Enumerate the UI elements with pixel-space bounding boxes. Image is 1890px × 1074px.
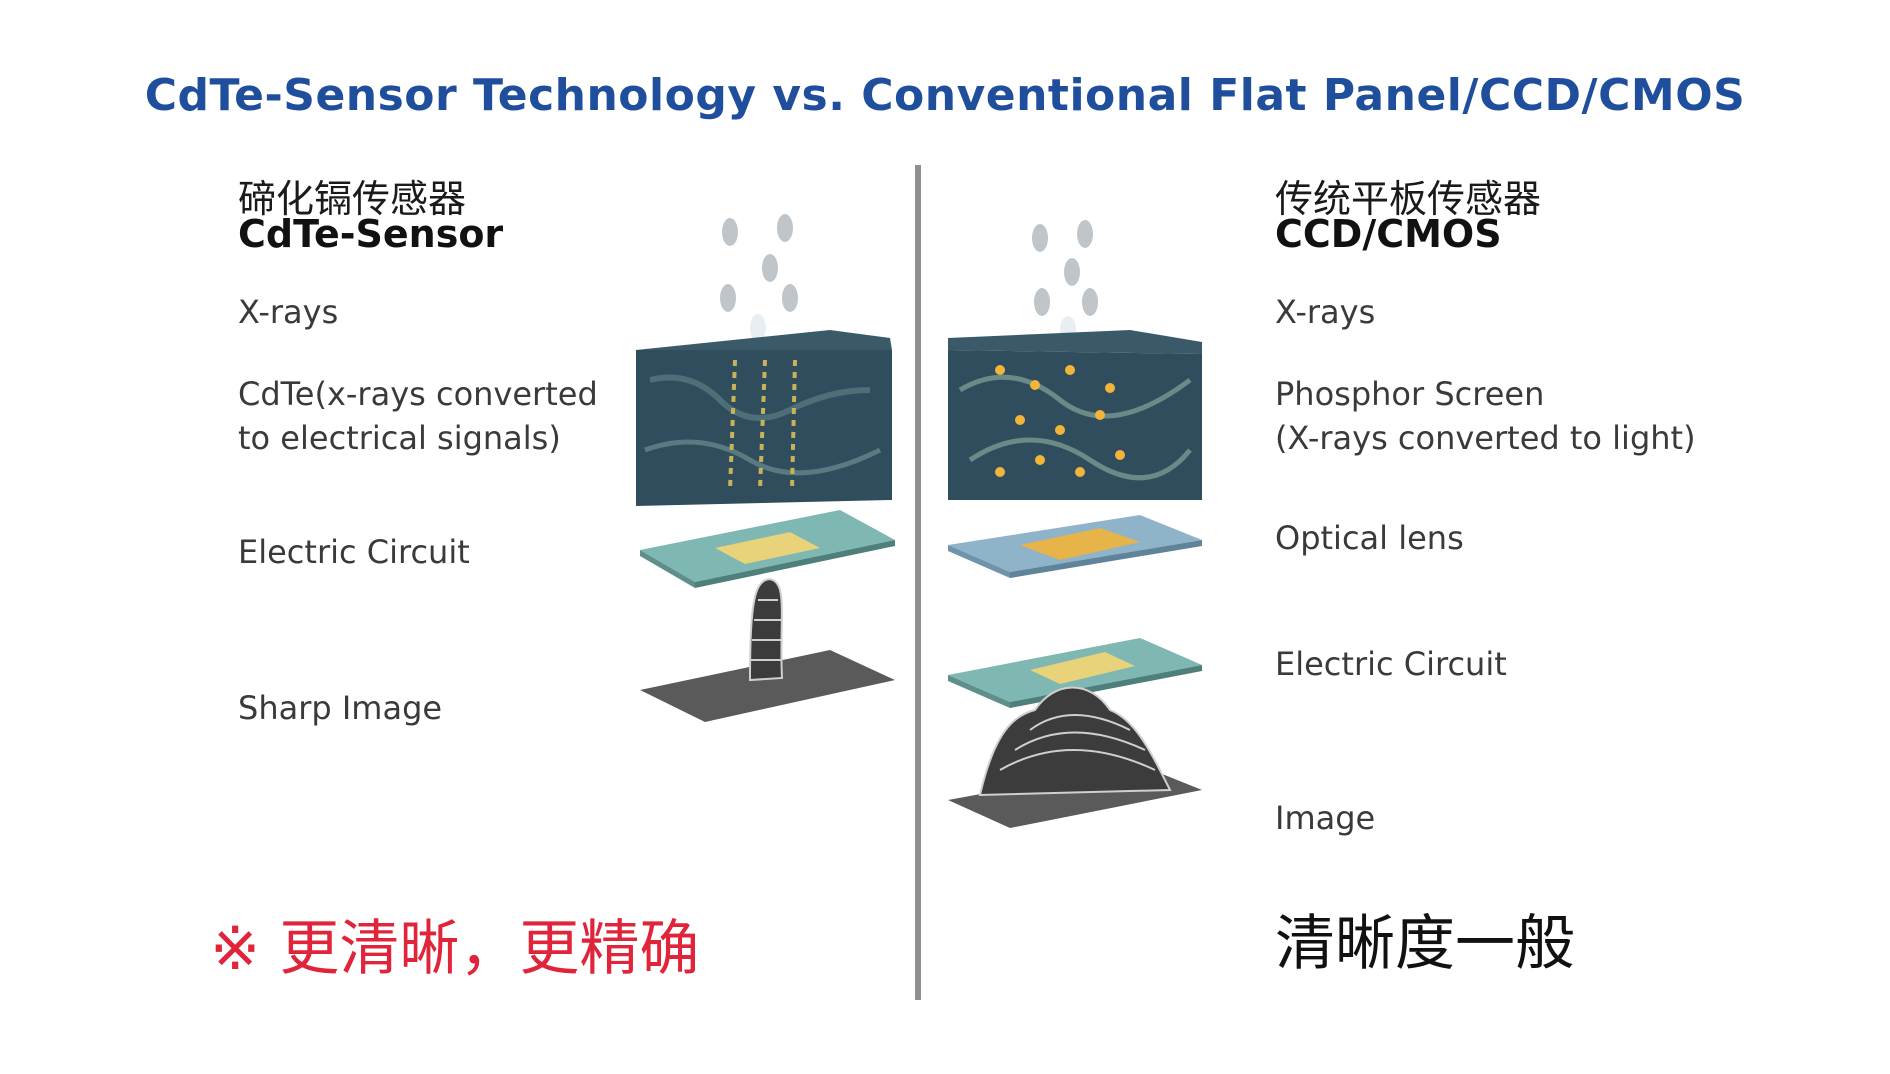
right-label-xrays: X-rays [1275, 293, 1376, 331]
right-label-phosphor-1: Phosphor Screen [1275, 375, 1545, 413]
left-label-image: Sharp Image [238, 689, 443, 727]
left-label-circuit: Electric Circuit [238, 533, 470, 571]
right-label-image: Image [1275, 799, 1376, 837]
xray-drop-icon [720, 214, 798, 342]
right-verdict: 清晰度一般 [1275, 909, 1575, 979]
left-label-cdte-2: to electrical signals) [238, 419, 561, 457]
right-label-circuit: Electric Circuit [1275, 645, 1507, 683]
left-heading-zh: 碲化镉传感器 [238, 177, 467, 221]
right-label-lens: Optical lens [1275, 519, 1464, 557]
crystal-block-icon [948, 330, 1202, 500]
peak-plot-icon [640, 578, 895, 722]
lens-plate-icon [948, 515, 1202, 578]
circuit-plate-icon [640, 510, 895, 588]
right-heading-zh: 传统平板传感器 [1275, 177, 1542, 221]
right-sensor-illustration [948, 220, 1202, 828]
right-heading-en: CCD/CMOS [1275, 212, 1502, 256]
peak-plot-icon [948, 686, 1202, 828]
left-label-cdte-1: CdTe(x-rays converted [238, 375, 598, 413]
center-divider [915, 165, 921, 1000]
left-label-xrays: X-rays [238, 293, 339, 331]
crystal-block-icon [636, 330, 892, 506]
page-title: CdTe-Sensor Technology vs. Conventional … [144, 70, 1746, 121]
left-heading-en: CdTe-Sensor [238, 212, 504, 256]
left-sensor-illustration [636, 214, 895, 722]
xray-drop-icon [1032, 220, 1098, 344]
right-label-phosphor-2: (X-rays converted to light) [1275, 419, 1696, 457]
left-verdict: ※ 更清晰，更精确 [210, 914, 700, 984]
